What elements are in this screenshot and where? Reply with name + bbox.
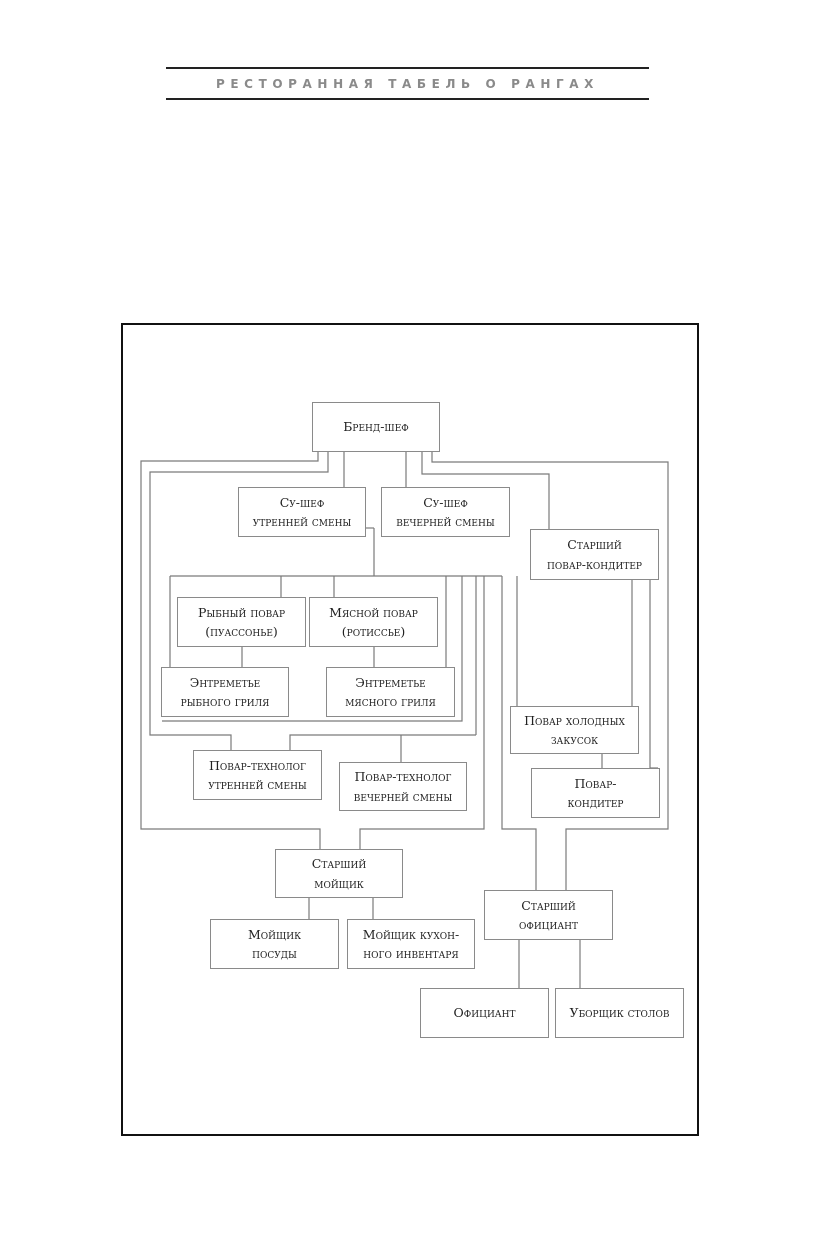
page-title: РЕСТОРАННАЯ ТАБЕЛЬ О РАНГАХ (215, 77, 600, 91)
node-head-waiter: Старший официант (484, 890, 613, 940)
node-label: Старший официант (518, 897, 579, 932)
node-cold-appetizer-cook: Повар холодных закусок (510, 706, 639, 754)
node-fish-cook: Рыбный повар (пуассонье) (177, 597, 306, 647)
node-label: Повар- кондитер (567, 775, 624, 810)
node-label: Старший повар-кондитер (547, 537, 642, 572)
node-tech-cook-evening: Повар-технолог вечерней смены (339, 762, 467, 811)
node-senior-dishwasher: Старший мойщик (275, 849, 403, 898)
diagram-frame (121, 323, 699, 1136)
node-label: Энтреметье рыбного гриля (180, 674, 270, 709)
connector (162, 576, 463, 722)
node-busser: Уборщик столов (555, 988, 684, 1038)
header-top-rule (166, 67, 649, 69)
node-label: Мясной повар (ротиссье) (329, 604, 418, 639)
node-sous-chef-morning: Су-шеф утренней смены (238, 487, 366, 537)
node-label: Су-шеф утренней смены (252, 494, 352, 529)
connector (289, 734, 476, 750)
node-waiter: Официант (420, 988, 549, 1038)
connector (140, 452, 321, 849)
node-sous-chef-evening: Су-шеф вечерней смены (381, 487, 510, 537)
node-label: Официант (453, 1005, 516, 1021)
node-dishwasher: Мойщик посуды (210, 919, 339, 969)
node-pastry-cook: Повар- кондитер (531, 768, 660, 818)
node-label: Мойщик посуды (247, 926, 302, 961)
node-brand-chef: Бренд-шеф (312, 402, 440, 452)
node-label: Мойщик кухон- ного инвентаря (362, 926, 460, 961)
node-meat-cook: Мясной повар (ротиссье) (309, 597, 438, 647)
node-label: Повар-технолог вечерней смены (353, 769, 453, 804)
header-bottom-rule (166, 98, 649, 100)
node-label: Рыбный повар (пуассонье) (197, 604, 286, 639)
node-tech-cook-morning: Повар-технолог утренней смены (193, 750, 322, 800)
node-kitchen-equipment-washer: Мойщик кухон- ного инвентаря (347, 919, 475, 969)
node-entremetier-fish: Энтреметье рыбного гриля (161, 667, 289, 717)
connector (431, 452, 669, 890)
connector (359, 576, 485, 849)
node-label: Бренд-шеф (343, 419, 409, 435)
connector (149, 452, 329, 750)
node-label: Повар-технолог утренней смены (208, 757, 307, 792)
node-label: Старший мойщик (311, 856, 367, 891)
node-senior-pastry-chef: Старший повар-кондитер (530, 529, 659, 580)
node-entremetier-meat: Энтреметье мясного гриля (326, 667, 455, 717)
connector (421, 452, 550, 529)
node-label: Су-шеф вечерней смены (396, 494, 495, 529)
node-label: Энтреметье мясного гриля (345, 674, 436, 709)
connector (501, 576, 537, 890)
node-label: Уборщик столов (569, 1005, 670, 1021)
node-label: Повар холодных закусок (524, 712, 625, 747)
